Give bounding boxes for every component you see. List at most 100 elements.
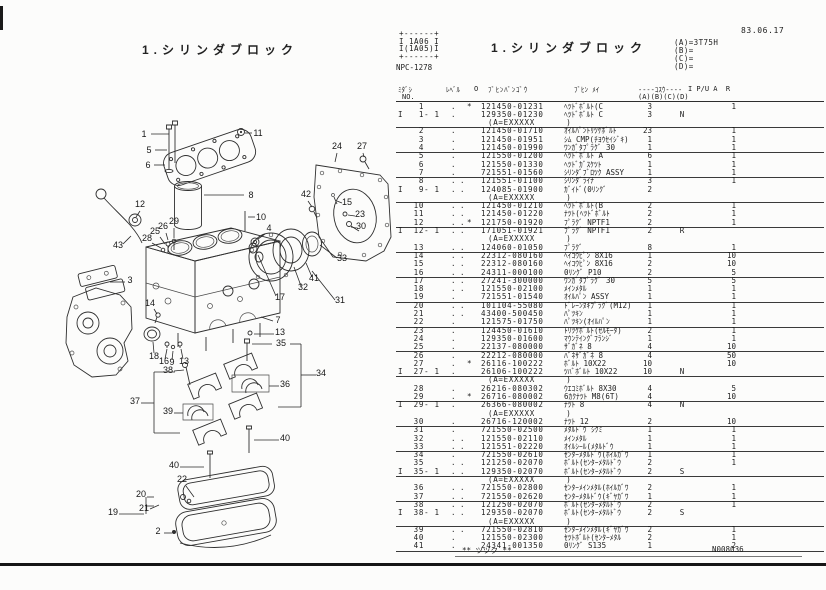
callout-leader-line [152,243,161,248]
table-title: 1.シリンダブロック [491,41,648,55]
footer-rule [455,556,802,557]
part-name: ﾍｲｺｳﾋﾟﾝ 8X16 [564,250,613,260]
pack-unit: 10 [726,416,736,426]
applicability-list: (A)=3T75H (B)= (C)= (D)= [674,38,719,72]
diagram-callout-number: 32 [298,282,308,292]
part-name: ﾌﾟﾗｸﾞ [564,242,583,252]
callout-leader-line [166,233,168,240]
part-name: ﾍﾂﾄﾞﾎﾞﾙﾄ A [564,151,604,161]
item-number: 31 [398,425,425,435]
part-number: 121550-02300 [481,533,544,543]
callout-leader-line [320,245,337,258]
header-ipua-r: I P/U A R [688,85,731,93]
callout-leader-line [363,153,364,157]
part-name: ｵｲﾙﾊﾟﾝ ASSY [564,292,610,302]
part-name: ｼﾘﾝﾀﾞﾗｲﾅ [564,176,594,186]
quantity: 10 [642,358,652,368]
interchange-star: * [467,392,472,401]
parts-row-continuation: (A=EXXXXX ) [396,118,824,129]
header-underline [396,101,824,102]
callout-leader-line [165,349,167,359]
part-name: ﾜﾝｶﾞﾀﾌﾟﾗｸﾞ 30 [564,275,616,285]
part-number: 124060-01050 [481,242,544,252]
level-dots: . . [451,433,465,443]
pack-unit: 1 [731,101,736,111]
callout-leader-line [153,342,154,353]
quantity: 4 [647,350,652,360]
item-number: 4 [398,143,425,152]
parts-row-continuation: (A=EXXXXX ) [396,234,824,243]
part-number: 721551-01540 [481,292,544,302]
cylinder-block [146,227,280,351]
level-dots: . . [451,499,465,509]
item-number: I 12- 1 [398,226,440,235]
diagram-callout-number: 2 [155,526,160,536]
callout-leader-line [308,201,312,207]
diagram-callout-number: 25 [150,226,160,236]
pack-unit: 1 [731,524,736,534]
quantity: 2 [647,201,652,211]
part-name: ﾜﾝｶﾞﾀﾌﾟﾗｸﾞ 30 [564,143,616,152]
level-dots: . [451,450,456,460]
pack-unit: 1 [731,176,736,186]
part-number: 121750-01920 [481,217,544,227]
callout-leader-line [312,271,335,300]
part-number: 121450-01220 [481,209,544,219]
diagram-callout-number: 5 [146,145,151,155]
part-number: 27241-300000 [481,275,544,285]
interchange-flag: N [679,400,685,410]
part-number: 121575-01750 [481,317,544,327]
item-number: 26 [398,350,425,360]
level-dots: . [451,533,456,543]
pack-unit: 1 [731,491,736,501]
callout-leader-line [150,505,159,509]
catalog-number: NPC-1278 [396,63,433,72]
scan-edge-mark [0,6,3,30]
pack-unit: 10 [726,358,736,368]
level-dots: . [451,358,456,368]
callout-leader-line [294,267,301,286]
item-number: 5 [398,151,425,161]
header-quantity-abcd: (A)(B)(C)(D) [638,93,689,101]
callout-leader-line [348,215,355,216]
level-dots: . . [451,176,465,186]
part-name: ﾂﾊﾞﾎﾞﾙﾄ 10X22 [564,367,618,377]
diagram-callout-number: 24 [332,141,342,151]
part-name: ｾﾝﾀｰﾒﾀﾙﾄﾞｳ(ｷﾞﾔｶﾞﾜ [564,491,629,501]
bearing-caps [183,339,270,478]
diagram-callout-number: 7 [275,315,280,325]
diagram-callout-number: 17 [275,292,285,302]
part-name: ﾎﾞﾙﾄ(ｾﾝﾀｰﾒﾀﾙﾄﾞｳ [564,458,622,468]
quantity: 1 [647,284,652,294]
quantity: 6 [647,151,652,161]
pack-unit: 1 [731,433,736,443]
part-name: 0ﾘﾝｸﾞ P10 [564,267,602,277]
oil-pan [172,495,278,548]
level-dots: . [451,292,456,302]
part-number: 129350-02070 [481,466,544,476]
diagram-callout-number: 38 [163,365,173,375]
part-number: 22312-080160 [481,259,544,269]
diagram-callout-number: 36 [280,379,290,389]
level-dots: . [451,392,456,401]
diagram-callout-number: 26 [158,221,168,231]
item-number: 27 [398,358,425,368]
part-number: 171051-01921 [481,226,544,235]
quantity: 2 [647,259,652,269]
item-number: 23 [398,325,425,335]
document-number: N008036 [712,545,744,554]
quantity: 3 [647,101,652,111]
quantity: 2 [647,325,652,335]
parts-row-continuation: (A=EXXXXX ) [396,376,824,385]
quantity: 1 [647,167,652,177]
level-dots: . . [451,184,465,194]
